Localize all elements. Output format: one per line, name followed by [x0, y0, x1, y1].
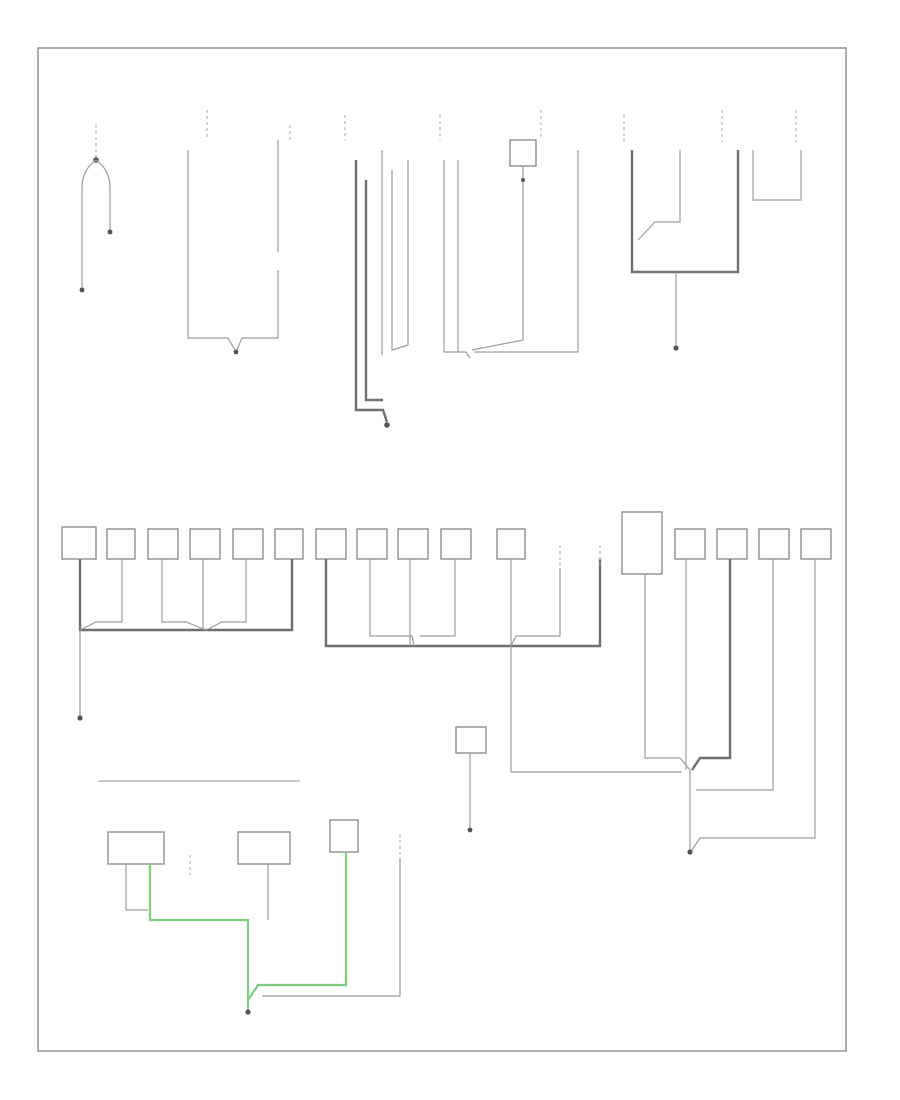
center-bus-branch-1 [369, 559, 415, 647]
headlamp-ground-group [623, 110, 802, 351]
bottom-green-wire-1 [148, 864, 250, 990]
right-conv-wire-4 [691, 559, 816, 851]
component-box-16 [800, 528, 832, 560]
battery-ground-dot [79, 287, 85, 293]
right-conv-wire-3 [696, 559, 774, 791]
component-box-9 [397, 528, 429, 560]
component-box-14 [716, 528, 748, 560]
relay-wire [471, 166, 524, 351]
cluster-right-wire-a [443, 160, 471, 359]
component-box-10 [440, 528, 472, 560]
cluster-thick-wire-1 [354, 160, 389, 423]
component-box-13 [674, 528, 706, 560]
cluster-ground-dot [384, 422, 390, 428]
left-bus-branch-2 [161, 559, 207, 631]
battery-ground-group [79, 125, 113, 293]
component-box-12 [621, 511, 663, 575]
component-box-15 [758, 528, 790, 560]
component-box-1 [61, 526, 97, 560]
diagram-frame [37, 47, 847, 1052]
relay-box-top [509, 139, 537, 167]
center-middle-ground-bus [324, 545, 682, 773]
bottom-box-3 [329, 819, 359, 853]
bottom-ground-dot [245, 1009, 251, 1015]
component-box-8 [356, 528, 388, 560]
left-bus-thick [78, 559, 294, 632]
component-box-7 [315, 528, 347, 560]
sensor-ground-group-1 [187, 110, 291, 355]
battery-branch-dot [107, 229, 113, 235]
cluster-thick-wire-2 [364, 180, 383, 402]
right-conv-ground-dot [687, 849, 693, 855]
headlamp-ground-dot [673, 345, 679, 351]
center-small-component [455, 726, 487, 833]
left-middle-ground-bus [77, 559, 294, 721]
headlamp-right-wire [752, 150, 802, 201]
headlamp-branch-wire [637, 150, 681, 241]
left-bus-ground-dot [77, 715, 83, 721]
component-row-middle [61, 511, 832, 575]
component-box-6 [274, 528, 304, 560]
module-wire [474, 150, 579, 353]
component-box-2 [106, 528, 136, 560]
component-box-5 [232, 528, 264, 560]
right-conv-wire-1 [644, 574, 691, 771]
relay-dot [521, 178, 525, 182]
sensor1-wire-a [187, 150, 237, 353]
bottom-wire-1 [125, 864, 148, 911]
right-conv-thick [691, 559, 732, 771]
center-small-dot [467, 827, 473, 833]
center-bus-branch-5 [510, 568, 561, 647]
component-box-3 [147, 528, 179, 560]
center-small-box [455, 726, 487, 754]
component-box-4 [189, 528, 221, 560]
battery-ground-wire [81, 159, 97, 288]
instrument-cluster-ground-group [344, 110, 579, 428]
bottom-wire-3 [262, 858, 401, 997]
bottom-green-wire-2 [247, 852, 348, 1001]
battery-branch-wire [95, 159, 111, 232]
bottom-ground-group [107, 819, 401, 1015]
center-bus-thick [324, 559, 602, 648]
bottom-box-2 [237, 831, 291, 865]
headlamp-thick-wire [630, 150, 740, 274]
right-middle-ground-convergence [644, 559, 816, 855]
center-bus-branch-3 [420, 559, 456, 637]
left-bus-branch-1 [79, 559, 123, 631]
center-to-right-wire [510, 646, 682, 773]
bottom-box-1 [107, 831, 165, 865]
sensor1-junction-dot [233, 349, 239, 355]
component-box-11 [496, 528, 526, 560]
cluster-wire-4 [391, 160, 409, 351]
left-bus-branch-4 [205, 559, 247, 631]
sensor1-wire-b [235, 140, 279, 353]
